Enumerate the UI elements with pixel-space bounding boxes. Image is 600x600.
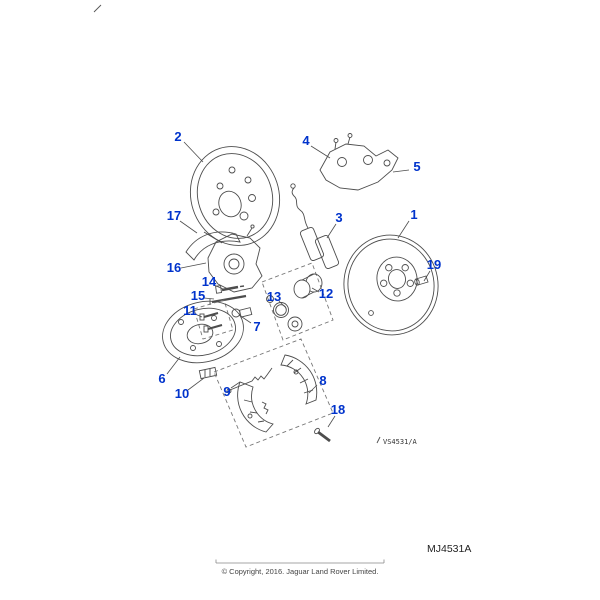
callout-13: 13 — [267, 289, 281, 304]
adjuster-screw — [198, 366, 218, 380]
leader-13 — [278, 300, 286, 308]
brake-pads — [290, 183, 340, 270]
dust-boot — [287, 316, 303, 332]
footer: © Copyright, 2016. Jaguar Land Rover Lim… — [215, 559, 385, 576]
leader-12 — [311, 287, 320, 293]
copyright-text: © Copyright, 2016. Jaguar Land Rover Lim… — [222, 567, 379, 576]
corner-mark — [93, 4, 102, 13]
line-art — [162, 133, 439, 448]
callout-8: 8 — [319, 373, 326, 388]
guide-pin — [209, 294, 247, 305]
callout-4: 4 — [302, 133, 310, 148]
leader-9 — [230, 381, 241, 389]
callout-17: 17 — [167, 208, 181, 223]
leader-16 — [180, 262, 207, 269]
callout-16: 16 — [167, 260, 181, 275]
anchor-plate — [162, 300, 244, 364]
retaining-pin — [314, 427, 331, 443]
callout-3: 3 — [335, 210, 342, 225]
ref-mark — [376, 436, 381, 444]
leader-11 — [194, 313, 203, 318]
brake-shoe-lower — [237, 381, 274, 433]
splash-shield — [189, 146, 281, 246]
bolt-kit-box — [193, 299, 234, 340]
wheel-stud — [414, 275, 429, 286]
bolt-head — [203, 325, 209, 333]
leader-5 — [392, 169, 410, 173]
leader-14 — [213, 284, 224, 290]
callout-15: 15 — [191, 288, 205, 303]
callout-9: 9 — [223, 384, 230, 399]
callout-10: 10 — [175, 386, 189, 401]
shield-lower-segment — [185, 231, 241, 261]
figure-code: MJ4531A — [427, 543, 471, 555]
leader-19 — [423, 270, 431, 282]
brake-shoe-upper — [280, 354, 318, 405]
pad-wear-wire — [291, 187, 309, 229]
callout-12: 12 — [319, 286, 333, 301]
leader-2 — [183, 141, 204, 163]
caliper-body — [207, 224, 263, 293]
leader-17 — [179, 220, 198, 234]
callout-11: 11 — [183, 303, 197, 318]
leader-18 — [327, 415, 336, 428]
leader-10 — [187, 377, 205, 391]
leader-lines — [166, 141, 431, 428]
callout-14: 14 — [202, 274, 217, 289]
leader-1 — [397, 220, 410, 239]
leader-6 — [166, 356, 181, 375]
callout-5: 5 — [413, 159, 420, 174]
seal-ring — [273, 302, 289, 318]
brake-shoes-box — [213, 338, 334, 448]
callout-1: 1 — [410, 207, 417, 222]
callout-7: 7 — [253, 319, 260, 334]
callouts: 2 4 5 3 1 17 16 14 19 15 13 12 11 7 6 10… — [158, 129, 441, 417]
drawing-ref: VS4531/A — [383, 438, 418, 446]
leader-15 — [203, 297, 215, 300]
callout-18: 18 — [331, 402, 345, 417]
callout-2: 2 — [174, 129, 181, 144]
guide-bolt — [215, 285, 245, 294]
shoe-return-spring — [261, 401, 269, 415]
leader-4 — [310, 145, 331, 159]
shoe-adjuster-mechanism — [231, 307, 253, 318]
shoe-rod-spring — [226, 367, 273, 394]
small-seal — [266, 295, 274, 303]
brake-disc — [343, 234, 439, 336]
caliper-bracket — [319, 133, 399, 191]
leader-7 — [238, 314, 252, 324]
leader-3 — [326, 223, 337, 239]
piston-seal-kit-box — [261, 262, 334, 341]
piston — [293, 273, 323, 299]
callout-19: 19 — [427, 257, 441, 272]
leader-8 — [308, 384, 318, 394]
callout-6: 6 — [158, 371, 165, 386]
